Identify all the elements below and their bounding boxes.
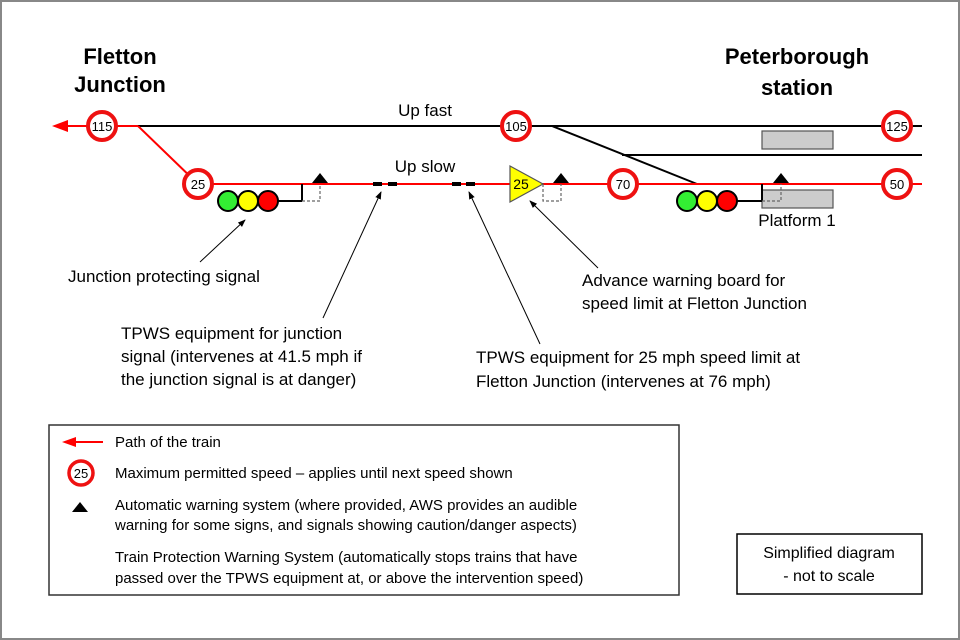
platform-1-label: Platform 1 — [758, 211, 835, 230]
aws-magnet-icon — [312, 173, 328, 183]
signal-yellow-lamp — [696, 190, 718, 212]
legend-speed-sign-icon: 25 — [67, 459, 95, 487]
aws-magnet-icon — [773, 173, 789, 183]
aws-link-1 — [302, 184, 321, 202]
scale-note-line2: - not to scale — [783, 568, 875, 585]
legend-tpws-line1: Train Protection Warning System (automat… — [115, 549, 577, 566]
up-fast-label: Up fast — [398, 101, 452, 120]
svg-text:105: 105 — [505, 119, 527, 134]
title-peterborough-line2: station — [761, 75, 833, 100]
aws-magnet-icon — [553, 173, 569, 183]
aws-link-2 — [542, 184, 562, 202]
speed-sign-25: 25 — [182, 168, 214, 200]
annotation-junction-signal: Junction protecting signal — [68, 267, 260, 286]
speed-sign-125: 125 — [881, 110, 913, 142]
speed-sign-115: 115 — [86, 110, 118, 142]
annotation-awb-line1: Advance warning board for — [582, 271, 786, 290]
signal-yellow-lamp — [237, 190, 259, 212]
tpws-speed-equipment-icon — [452, 182, 475, 186]
train-direction-arrow-icon — [52, 120, 68, 132]
title-fletton-line1: Fletton — [83, 44, 156, 69]
speed-sign-105: 105 — [500, 110, 532, 142]
legend: Path of the train 25 Maximum permitted s… — [48, 424, 680, 596]
title-peterborough-line1: Peterborough — [725, 44, 869, 69]
signal-red-lamp — [716, 190, 738, 212]
legend-path-icon — [62, 437, 103, 447]
annotation-awb-line2: speed limit at Fletton Junction — [582, 294, 807, 313]
annotation-tpws-junction-line2: signal (intervenes at 41.5 mph if — [121, 347, 362, 366]
speed-sign-70: 70 — [607, 168, 639, 200]
station-signal — [676, 184, 763, 212]
legend-aws-line1: Automatic warning system (where provided… — [115, 497, 577, 514]
signal-red-lamp — [257, 190, 279, 212]
legend-aws-line2: warning for some signs, and signals show… — [114, 517, 577, 534]
pointer-junction-signal — [199, 219, 246, 263]
pointer-warning-board — [529, 200, 599, 269]
tpws-junction-equipment-icon — [373, 182, 397, 186]
scale-note: Simplified diagram - not to scale — [736, 533, 923, 595]
scale-note-line1: Simplified diagram — [763, 545, 895, 562]
title-fletton-line2: Junction — [74, 72, 166, 97]
legend-tpws-line2: passed over the TPWS equipment at, or ab… — [115, 570, 583, 587]
signal-green-lamp — [676, 190, 698, 212]
junction-protecting-signal — [217, 184, 303, 212]
svg-text:25: 25 — [74, 466, 88, 481]
svg-text:115: 115 — [92, 119, 113, 134]
annotation-tpws-speed-line1: TPWS equipment for 25 mph speed limit at — [476, 348, 800, 367]
svg-text:25: 25 — [191, 177, 205, 192]
signal-green-lamp — [217, 190, 239, 212]
legend-path-label: Path of the train — [115, 434, 221, 451]
svg-text:70: 70 — [616, 177, 630, 192]
annotation-tpws-junction-line3: the junction signal is at danger) — [121, 370, 356, 389]
legend-speed-label: Maximum permitted speed – applies until … — [115, 465, 513, 482]
legend-box — [48, 424, 680, 596]
legend-aws-icon — [72, 502, 88, 512]
platform-upper — [761, 130, 834, 150]
svg-text:50: 50 — [890, 177, 904, 192]
annotation-tpws-speed-line2: Fletton Junction (intervenes at 76 mph) — [476, 372, 771, 391]
annotation-tpws-junction-line1: TPWS equipment for junction — [121, 324, 342, 343]
crossover-track — [551, 125, 698, 185]
pointer-tpws-speed — [468, 191, 541, 345]
speed-sign-50: 50 — [881, 168, 913, 200]
svg-text:125: 125 — [886, 119, 908, 134]
warning-board-value: 25 — [513, 176, 529, 192]
pointer-tpws-junction — [322, 191, 382, 319]
platform-1 — [761, 189, 834, 209]
up-slow-label: Up slow — [395, 157, 456, 176]
aws-link-3 — [762, 184, 782, 202]
advance-warning-board: 25 — [509, 164, 545, 204]
